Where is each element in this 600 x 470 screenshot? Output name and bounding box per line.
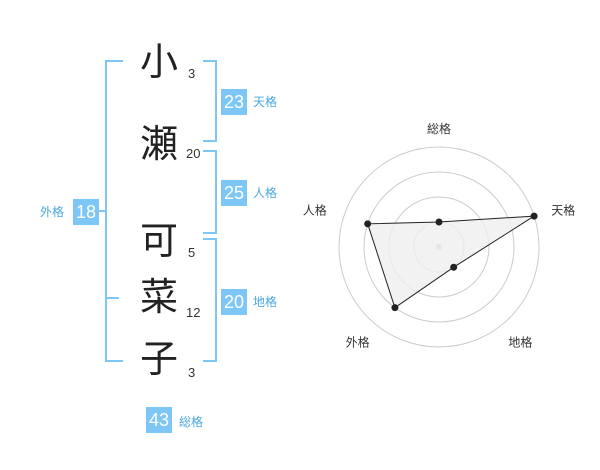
radar-series [364, 212, 538, 312]
gaikaku-label: 外格 [40, 205, 65, 219]
name-char-3: 可 [140, 219, 179, 263]
gaikaku-bracket-tick [96, 210, 105, 212]
gaikaku-bracket-mid-tick [105, 297, 119, 299]
radar-point-3 [450, 263, 458, 271]
radar-axis-label-4: 外格 [346, 335, 370, 350]
tenkaku-bracket [203, 60, 217, 142]
radar-axis-label-2: 天格 [551, 203, 575, 218]
radar-ring-3 [363, 171, 515, 323]
radar-point-5 [364, 220, 372, 228]
name-char-5: 子 [140, 337, 179, 381]
gaikaku-value: 18 [73, 199, 99, 225]
stroke-count-4: 12 [186, 305, 201, 320]
stroke-count-3: 5 [188, 245, 196, 260]
stroke-count-2: 20 [186, 146, 201, 161]
soukaku-value: 43 [146, 407, 172, 433]
soukaku-label: 総格 [179, 415, 204, 429]
radar-point-2 [530, 212, 538, 220]
jinkaku-value: 25 [221, 180, 247, 206]
radar-point-4 [391, 304, 399, 312]
name-char-4: 菜 [140, 275, 179, 319]
chikaku-label: 地格 [253, 295, 278, 309]
name-char-2: 瀬 [140, 122, 179, 166]
chikaku-bracket [203, 238, 217, 362]
stroke-count-1: 3 [188, 66, 196, 81]
tenkaku-value: 23 [221, 89, 247, 115]
radar-axis-label-5: 人格 [303, 203, 327, 218]
radar-ring-4 [338, 146, 540, 348]
gaikaku-bracket [105, 60, 123, 362]
radar-point-1 [435, 218, 443, 226]
tenkaku-label: 天格 [253, 95, 278, 109]
chikaku-value: 20 [221, 289, 247, 315]
jinkaku-label: 人格 [253, 186, 278, 200]
radar-axis-label-3: 地格 [508, 335, 532, 350]
stroke-count-5: 3 [188, 365, 196, 380]
radar-axis-label-1: 総格 [427, 121, 451, 136]
radar-polygon [367, 215, 535, 309]
jinkaku-bracket [203, 150, 217, 234]
name-char-1: 小 [140, 40, 179, 84]
